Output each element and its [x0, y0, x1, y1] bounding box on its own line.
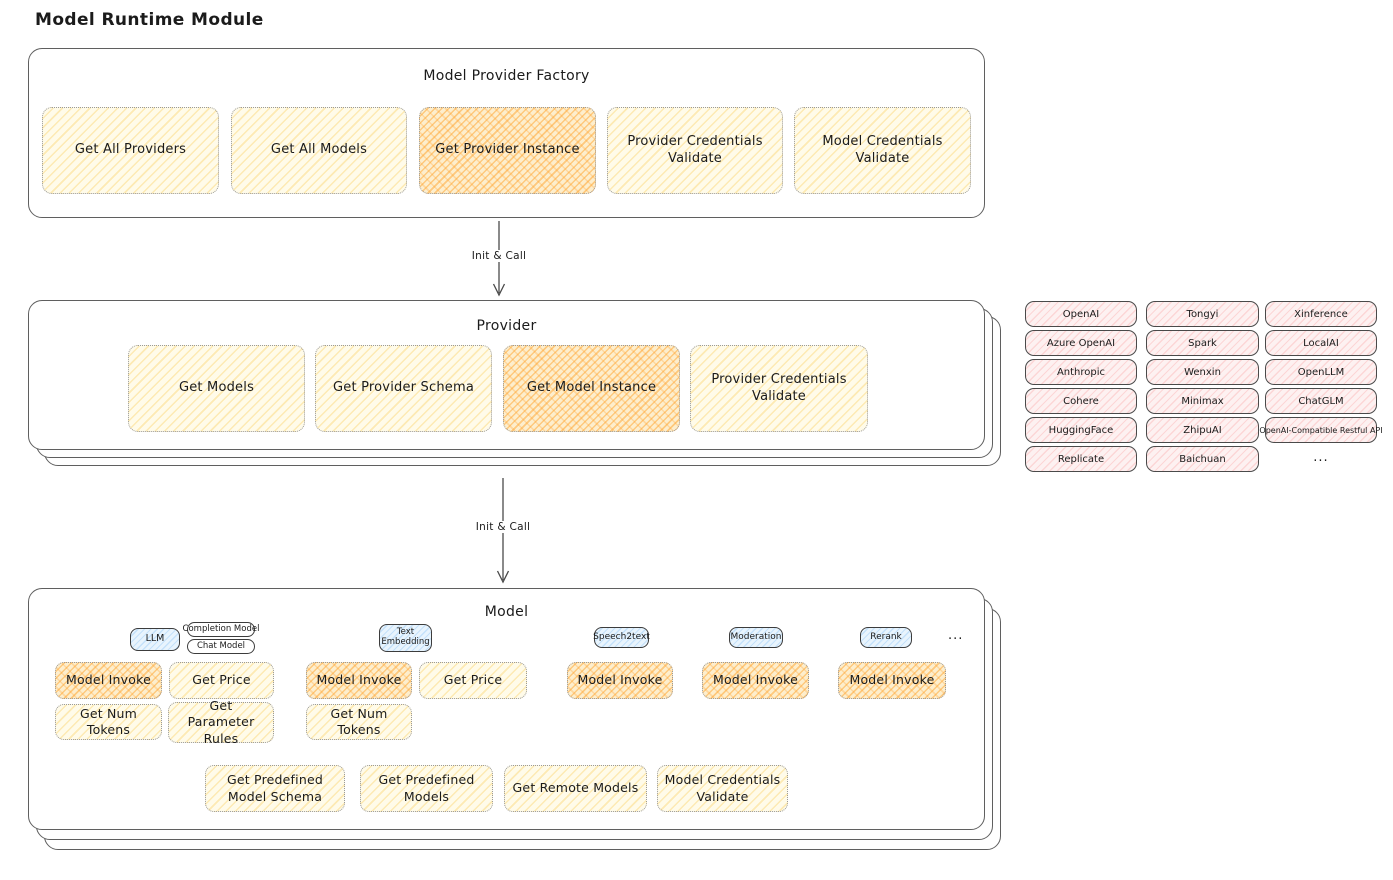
- tag-speech2text: Speech2text: [593, 627, 650, 648]
- provider-chip-huggingface: HuggingFace: [1025, 417, 1137, 443]
- rerank-op-model-invoke: Model Invoke: [838, 662, 946, 699]
- providers-more-ellipsis: ...: [1313, 450, 1329, 465]
- provider-chip-wenxin: Wenxin: [1146, 359, 1259, 385]
- tag-chat-model: Chat Model: [187, 639, 255, 654]
- provider-chip-replicate: Replicate: [1025, 446, 1137, 472]
- provider-chip-minimax: Minimax: [1146, 388, 1259, 414]
- tag-rerank: Rerank: [860, 627, 912, 648]
- llm-op-model-invoke: Model Invoke: [55, 662, 162, 699]
- provider-chip-tongyi: Tongyi: [1146, 301, 1259, 327]
- llm-op-get-price: Get Price: [169, 662, 274, 699]
- factory-op-provider-credentials-validate: Provider Credentials Validate: [607, 107, 783, 194]
- embedding-op-get-num-tokens: Get Num Tokens: [306, 704, 412, 740]
- tag-text-embedding: Text Embedding: [379, 624, 432, 652]
- shared-op-model-credentials-validate: Model Credentials Validate: [657, 765, 788, 812]
- factory-op-model-credentials-validate: Model Credentials Validate: [794, 107, 971, 194]
- moderation-op-model-invoke: Model Invoke: [702, 662, 809, 699]
- provider-op-get-provider-schema: Get Provider Schema: [315, 345, 492, 432]
- llm-op-get-parameter-rules: Get Parameter Rules: [168, 698, 274, 746]
- provider-chip-baichuan: Baichuan: [1146, 446, 1259, 472]
- factory-op-get-all-providers: Get All Providers: [42, 107, 219, 194]
- provider-chip-localai: LocalAI: [1265, 330, 1377, 356]
- shared-op-get-predefined-models: Get Predefined Models: [360, 765, 493, 812]
- provider-title: Provider: [476, 318, 537, 334]
- model-provider-factory-title: Model Provider Factory: [423, 68, 590, 84]
- model-tags-more-ellipsis: ...: [948, 628, 964, 643]
- provider-chip-zhipuai: ZhipuAI: [1146, 417, 1259, 443]
- tag-llm: LLM: [130, 628, 180, 651]
- embedding-op-model-invoke: Model Invoke: [306, 662, 412, 699]
- shared-op-get-predefined-model-schema: Get Predefined Model Schema: [205, 765, 345, 812]
- provider-chip-openllm: OpenLLM: [1265, 359, 1377, 385]
- provider-chip-openai: OpenAI: [1025, 301, 1137, 327]
- provider-chip-anthropic: Anthropic: [1025, 359, 1137, 385]
- factory-op-get-all-models: Get All Models: [231, 107, 407, 194]
- tag-moderation: Moderation: [729, 627, 783, 648]
- provider-op-get-models: Get Models: [128, 345, 305, 432]
- speech2text-op-model-invoke: Model Invoke: [567, 662, 673, 699]
- provider-chip-openai-compatible-restful-api: OpenAI-Compatible Restful API: [1259, 417, 1383, 443]
- llm-op-get-num-tokens: Get Num Tokens: [55, 704, 162, 740]
- model-title: Model: [484, 604, 529, 620]
- provider-chip-spark: Spark: [1146, 330, 1259, 356]
- init-call-label-2: Init & Call: [471, 521, 535, 533]
- provider-op-get-model-instance: Get Model Instance: [503, 345, 680, 432]
- init-call-label-1: Init & Call: [467, 250, 531, 262]
- embedding-op-get-price: Get Price: [419, 662, 527, 699]
- tag-completion-model: Completion Model: [183, 622, 259, 637]
- provider-chip-azure-openai: Azure OpenAI: [1025, 330, 1137, 356]
- shared-op-get-remote-models: Get Remote Models: [504, 765, 647, 812]
- factory-op-get-provider-instance: Get Provider Instance: [419, 107, 596, 194]
- provider-chip-xinference: Xinference: [1265, 301, 1377, 327]
- page-title: Model Runtime Module: [35, 10, 264, 30]
- provider-op-provider-credentials-validate: Provider Credentials Validate: [690, 345, 868, 432]
- provider-chip-cohere: Cohere: [1025, 388, 1137, 414]
- provider-chip-chatglm: ChatGLM: [1265, 388, 1377, 414]
